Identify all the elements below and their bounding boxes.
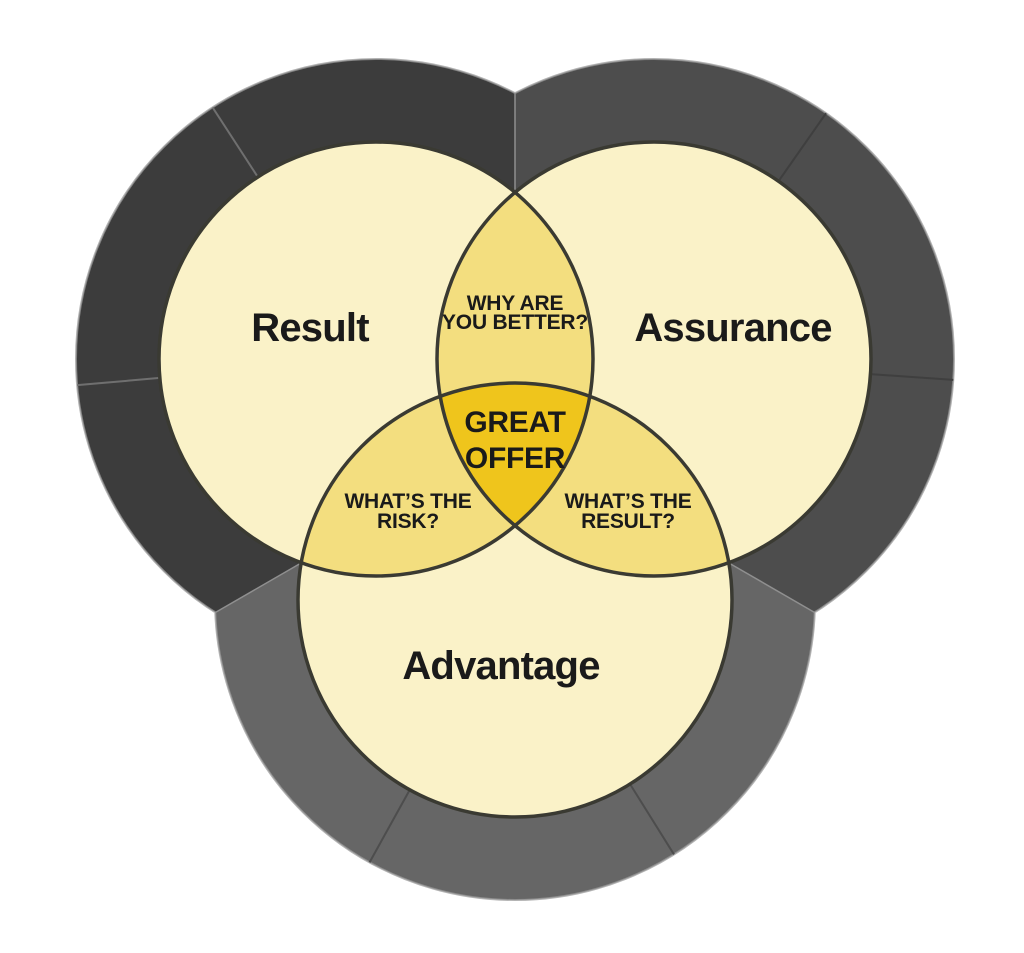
ring-junction-line xyxy=(728,562,816,614)
center-overlap-region xyxy=(440,383,590,526)
right-overlap-label-line2: RESULT? xyxy=(581,510,675,533)
venn-circles-layer xyxy=(157,140,873,819)
ring-segment-divider xyxy=(629,783,675,855)
ring-segment-divider xyxy=(777,112,827,182)
result-circle-label: Result xyxy=(251,306,369,350)
assurance-circle-outline xyxy=(435,140,873,578)
advantage-circle-label: Advantage xyxy=(402,644,599,688)
center-overlap-label-line2: OFFER xyxy=(465,442,566,475)
ring-junction-line xyxy=(214,562,302,614)
labels-layer: Result Assurance Advantage WHY ARE YOU B… xyxy=(251,292,832,688)
left-overlap-label-line1: WHAT’S THE xyxy=(344,490,471,513)
ring-segment-divider xyxy=(211,106,259,178)
top-overlap-label-line2: YOU BETTER? xyxy=(442,311,588,334)
ring-segment-divider xyxy=(870,373,954,381)
right-overlap-label-line1: WHAT’S THE xyxy=(564,490,691,513)
assurance-circle-label: Assurance xyxy=(634,306,831,350)
advantage-circle-outline xyxy=(296,381,734,819)
result-circle-outline xyxy=(157,140,595,578)
center-overlap-label-line1: GREAT xyxy=(464,406,565,439)
left-overlap-label-line2: RISK? xyxy=(377,510,439,533)
ring-segment-divider xyxy=(77,376,160,387)
ring-segment-divider xyxy=(368,789,411,863)
top-overlap-label-line1: WHY ARE xyxy=(467,292,564,315)
